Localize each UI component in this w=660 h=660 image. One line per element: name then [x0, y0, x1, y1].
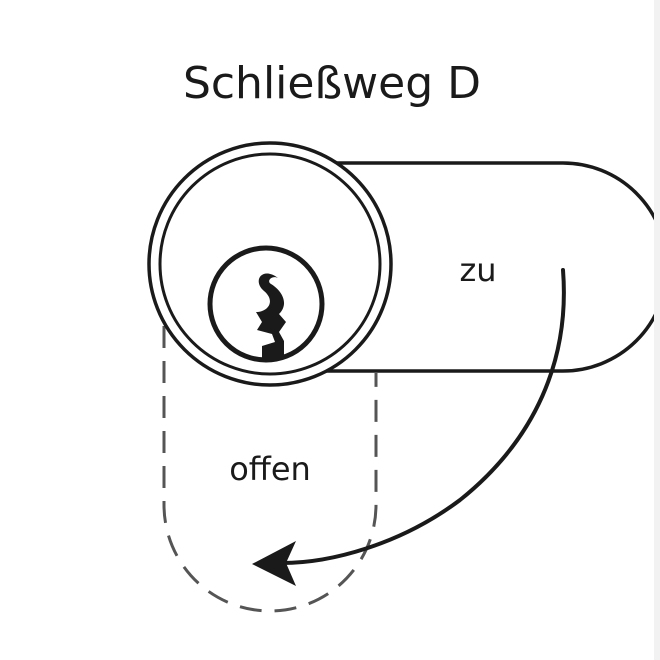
label-open: offen [229, 450, 311, 488]
curved-arrow-icon [252, 268, 566, 586]
page-edge [654, 0, 660, 660]
keyhole-icon [207, 245, 325, 363]
cam-closed-outline [316, 161, 660, 373]
diagram-title: Schließweg D [182, 58, 482, 109]
label-closed: zu [459, 251, 496, 289]
lock-cylinder-icon [147, 141, 393, 387]
